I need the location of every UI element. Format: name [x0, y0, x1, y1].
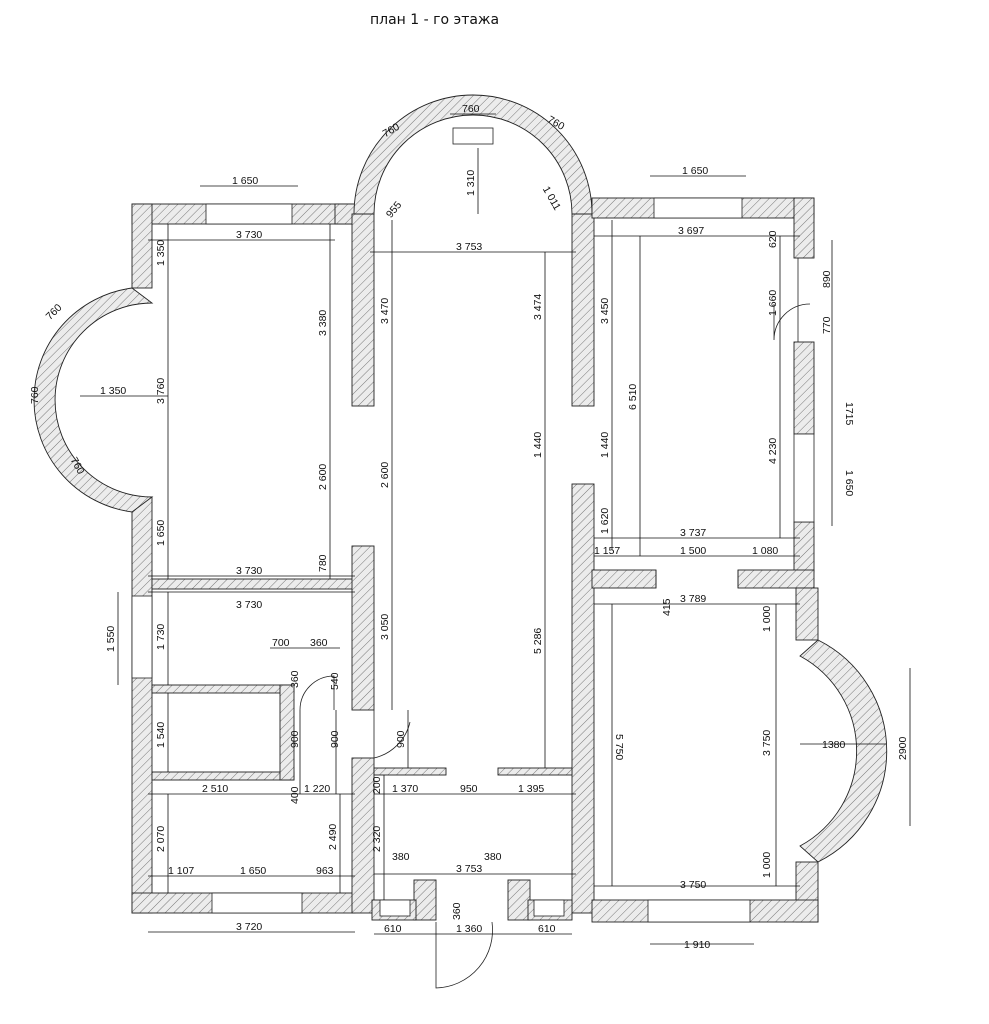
dim-1157: 1 157 — [594, 545, 620, 557]
dim-360-top: 360 — [310, 637, 328, 649]
dim-room3-width-3697: 3 697 — [678, 225, 704, 237]
dim-963: 963 — [316, 865, 334, 877]
dim-1910: 1 910 — [684, 939, 710, 951]
dim-1650-right: 1 650 — [843, 470, 855, 496]
dim-1350-bay: 1 350 — [100, 385, 126, 397]
dim-right-window-1650: 1 650 — [682, 165, 708, 177]
dim-1107: 1 107 — [168, 865, 194, 877]
dim-2510: 2 510 — [202, 783, 228, 795]
dim-3730-c: 3 730 — [236, 599, 262, 611]
dim-610-left: 610 — [384, 923, 402, 935]
dim-5750: 5 750 — [613, 734, 625, 760]
dimension-lines — [80, 113, 911, 945]
dim-3760: 3 760 — [155, 378, 167, 404]
dim-200: 200 — [371, 776, 383, 794]
dim-360-porch: 360 — [451, 902, 463, 920]
dim-top-arc-760: 760 — [462, 103, 480, 115]
walls — [33, 94, 888, 923]
dim-3380: 3 380 — [317, 310, 329, 336]
doors — [299, 258, 811, 989]
dim-1540: 1 540 — [155, 722, 167, 748]
dim-1370: 1 370 — [392, 783, 418, 795]
dim-610-right: 610 — [538, 923, 556, 935]
dim-left-window-1650: 1 650 — [232, 175, 258, 187]
windows — [131, 127, 815, 923]
dim-1650-bottom: 1 650 — [240, 865, 266, 877]
dim-1730: 1 730 — [155, 624, 167, 650]
dim-3789: 3 789 — [680, 593, 706, 605]
dim-1360: 1 360 — [456, 923, 482, 935]
dim-1380: 1380 — [822, 739, 846, 751]
dim-4230: 4 230 — [767, 438, 779, 464]
dim-3470: 3 470 — [379, 298, 391, 324]
dim-890: 890 — [821, 270, 833, 288]
dim-5286: 5 286 — [532, 628, 544, 654]
dim-2600-room1: 2 600 — [317, 464, 329, 490]
dim-3720: 3 720 — [236, 921, 262, 933]
dim-1550: 1 550 — [105, 626, 117, 652]
dim-3753-hall: 3 753 — [456, 863, 482, 875]
dim-2490: 2 490 — [327, 824, 339, 850]
dim-3050: 3 050 — [379, 614, 391, 640]
dim-corridor-width-3753: 3 753 — [456, 241, 482, 253]
dim-760-bay-a: 760 — [44, 302, 65, 323]
dim-360-side: 360 — [289, 670, 301, 688]
dim-1440-right: 1 440 — [599, 432, 611, 458]
dim-900-corridor: 900 — [395, 730, 407, 748]
dim-1440-mid: 1 440 — [532, 432, 544, 458]
dim-540: 540 — [329, 672, 341, 690]
dim-1350-top: 1 350 — [155, 240, 167, 266]
dim-1000-bottom: 1 000 — [761, 852, 773, 878]
dim-3737: 3 737 — [680, 527, 706, 539]
dim-2320: 2 320 — [371, 826, 383, 852]
dim-3450: 3 450 — [599, 298, 611, 324]
dim-700: 700 — [272, 637, 290, 649]
dim-780: 780 — [317, 554, 329, 572]
dim-3750-v: 3 750 — [761, 730, 773, 756]
dim-1715: 1715 — [843, 402, 855, 426]
dim-900-b: 900 — [329, 730, 341, 748]
dim-2600-mid: 2 600 — [379, 462, 391, 488]
dim-950: 950 — [460, 783, 478, 795]
dim-760-bay-b: 760 — [29, 386, 41, 404]
dim-3730-b: 3 730 — [236, 565, 262, 577]
dim-380-right: 380 — [484, 851, 502, 863]
dim-top-arc-1310: 1 310 — [465, 170, 477, 196]
dim-2070: 2 070 — [155, 826, 167, 852]
dim-770: 770 — [821, 316, 833, 334]
dim-1395: 1 395 — [518, 783, 544, 795]
dim-3474: 3 474 — [532, 294, 544, 320]
dim-620-top: 620 — [767, 230, 779, 248]
dim-1220: 1 220 — [304, 783, 330, 795]
dim-2900: 2900 — [897, 736, 909, 760]
dim-1500: 1 500 — [680, 545, 706, 557]
dim-6510: 6 510 — [627, 384, 639, 410]
dimension-labels: 760 760 760 1 310 955 1 011 1 650 1 650 … — [29, 103, 909, 951]
dim-3750-h: 3 750 — [680, 879, 706, 891]
dim-415: 415 — [661, 598, 673, 616]
dim-1660: 1 660 — [767, 290, 779, 316]
dim-1620: 1 620 — [599, 508, 611, 534]
plan-title: план 1 - го этажа — [370, 12, 499, 28]
dim-top-arc-955: 955 — [384, 199, 405, 220]
dim-1080: 1 080 — [752, 545, 778, 557]
dim-1650-left: 1 650 — [155, 520, 167, 546]
dim-room1-width-3730: 3 730 — [236, 229, 262, 241]
dim-400: 400 — [289, 786, 301, 804]
dim-380-left: 380 — [392, 851, 410, 863]
dim-900-a: 900 — [289, 730, 301, 748]
dim-1000-top: 1 000 — [761, 606, 773, 632]
dim-top-arc-1011: 1 011 — [540, 184, 563, 212]
